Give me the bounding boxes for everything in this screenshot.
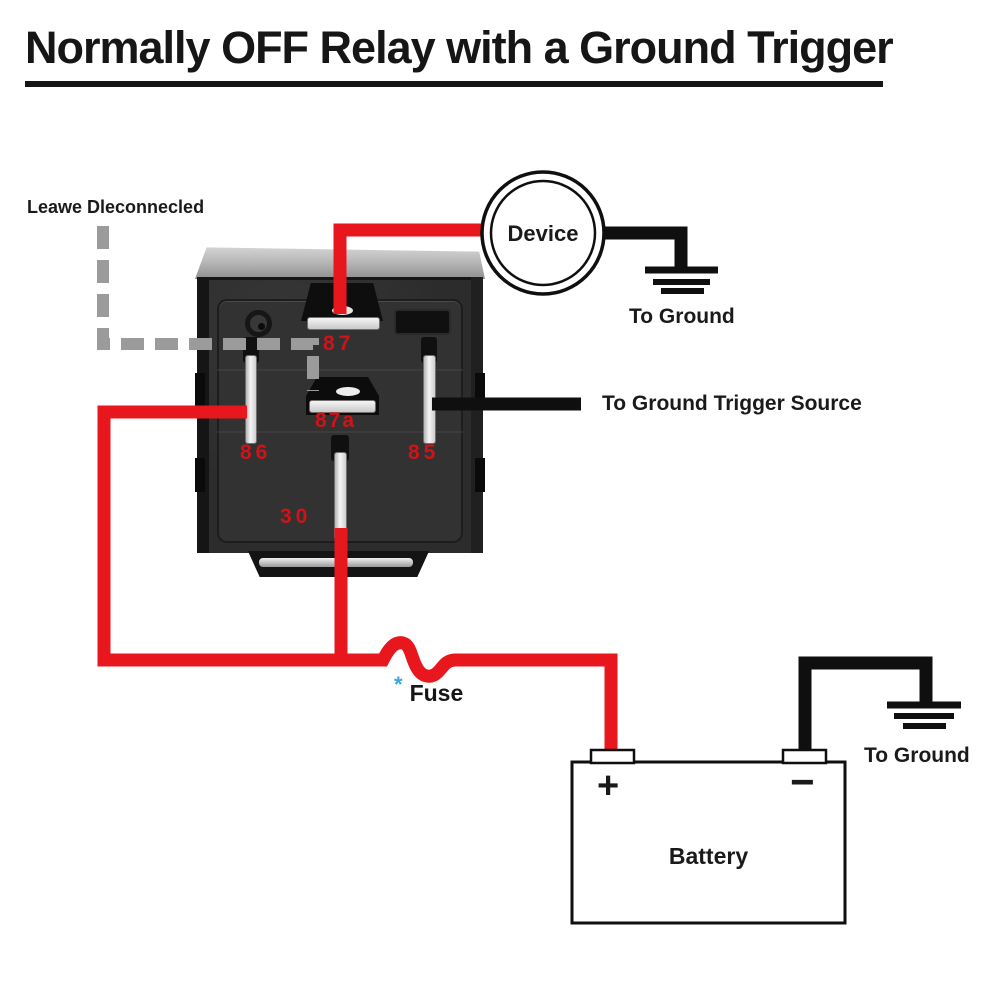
- battery-negative-sign: −: [790, 758, 815, 805]
- pin-86-label: 86: [240, 441, 272, 464]
- pin-87a-hole: [336, 387, 360, 396]
- title-underline: [25, 81, 883, 87]
- relay-notch: [475, 373, 485, 407]
- pin-86-blade: [245, 355, 257, 444]
- relay-notch: [475, 458, 485, 492]
- device-label: Device: [507, 221, 579, 246]
- pin-87-label: 87: [323, 332, 355, 355]
- relay-image: 87 87a 86 85 30: [195, 243, 485, 579]
- battery-positive-terminal: [589, 748, 636, 765]
- relay-mold-circle: [245, 310, 272, 337]
- to-ground-bottom-label: To Ground: [864, 744, 970, 767]
- relay-right-edge: [471, 277, 483, 553]
- battery-label: Battery: [668, 843, 749, 869]
- pin-87-terminal-tip: [332, 306, 353, 315]
- relay-rect-slot: [394, 309, 451, 335]
- relay-notch: [195, 373, 205, 407]
- pin-87a-label: 87a: [315, 409, 357, 432]
- black-wire-device-to-ground: [603, 226, 688, 270]
- relay-notch: [195, 458, 205, 492]
- relay-left-edge: [197, 277, 209, 553]
- battery-positive-sign: +: [597, 765, 620, 807]
- page-title: Normally OFF Relay with a Ground Trigger: [25, 22, 894, 73]
- pin-30-label: 30: [280, 505, 312, 528]
- pin-85-label: 85: [408, 441, 440, 464]
- pin-87-blade: [307, 317, 380, 330]
- fuse-word: Fuse: [409, 680, 464, 706]
- pin-85-blade: [423, 355, 436, 444]
- fuse-label: * Fuse: [394, 674, 463, 707]
- relay-mold-dot: [258, 323, 265, 330]
- pin-30-blade: [334, 452, 347, 540]
- pin-87-housing: [301, 283, 383, 321]
- to-ground-top-label: To Ground: [629, 305, 735, 328]
- relay-groove: [217, 369, 463, 371]
- leave-disconnected-label: Leawe Dleconnecled: [27, 197, 205, 217]
- black-wire-battery-to-ground: [798, 656, 933, 752]
- to-ground-trigger-source-label: To Ground Trigger Source: [602, 392, 862, 415]
- relay-top-face: [195, 247, 485, 279]
- fuse-asterisk: *: [394, 672, 403, 697]
- relay-pedestal-strip: [259, 558, 413, 567]
